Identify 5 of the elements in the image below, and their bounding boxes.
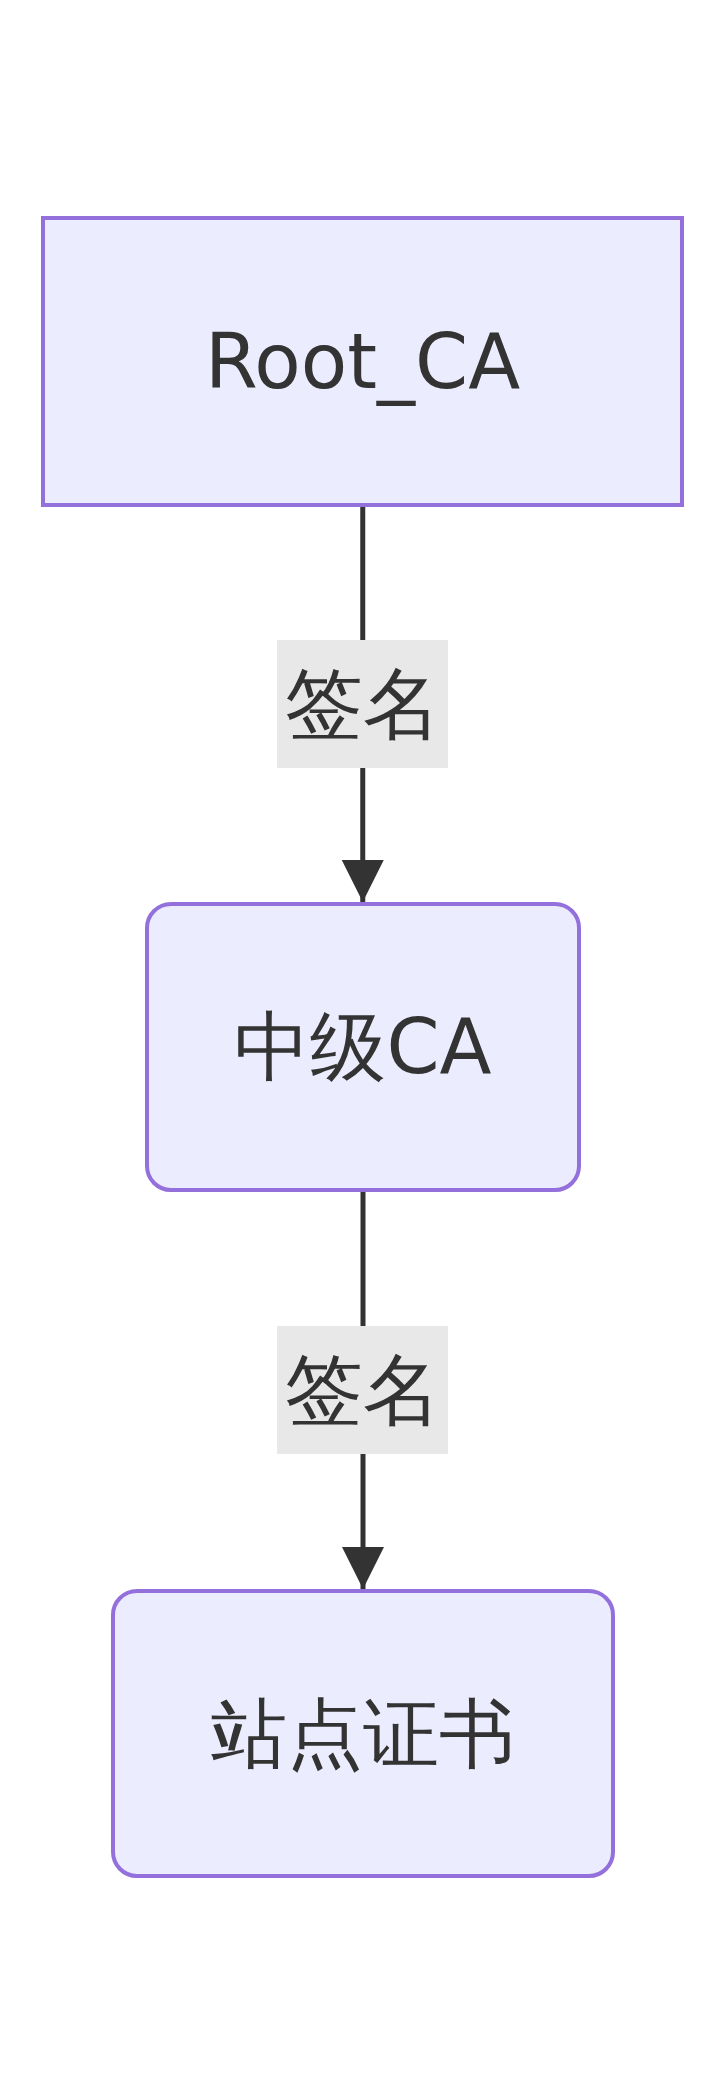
process-box: 站点证书 (111, 1589, 615, 1878)
process-box: 中级CA (145, 902, 581, 1192)
edge-label: 签名 (277, 1326, 448, 1454)
edge-label: 签名 (277, 640, 448, 768)
process-box: Root_CA (41, 216, 684, 507)
